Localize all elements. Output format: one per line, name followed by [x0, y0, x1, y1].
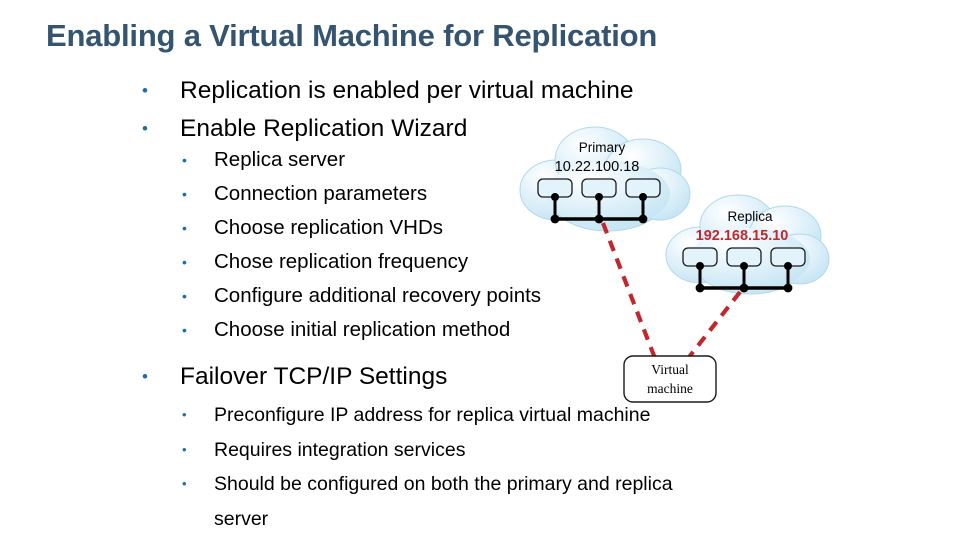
- list-item-label: Configure additional recovery points: [214, 284, 542, 307]
- vm-box-outline: [623, 355, 717, 403]
- replica-junction-dot: [784, 262, 792, 270]
- list-item: • Connection parameters: [182, 177, 541, 211]
- replica-cloud-name: Replica: [727, 209, 773, 224]
- list-item: • Replication is enabled per virtual mac…: [142, 72, 634, 110]
- replica-junction-dot: [696, 262, 704, 270]
- primary-cloud-name: Primary: [579, 140, 626, 155]
- wizard-steps-list: • Replica server • Connection parameters…: [182, 143, 541, 347]
- list-item: • Replica server: [182, 143, 541, 177]
- bullet-glyph-icon: •: [142, 367, 148, 386]
- list-item-label: Enable Replication Wizard: [180, 115, 468, 142]
- bullet-glyph-icon: •: [182, 407, 187, 422]
- list-item: • Enable Replication Wizard: [142, 110, 634, 148]
- bullet-glyph-icon: •: [142, 119, 148, 138]
- bullet-glyph-icon: •: [182, 254, 187, 270]
- replica-cloud-group: Replica 192.168.15.10: [665, 194, 830, 295]
- list-item-label: Choose replication VHDs: [214, 216, 444, 239]
- primary-cloud-ip: 10.22.100.18: [555, 159, 640, 175]
- list-item-label: Should be configured on both the primary…: [214, 473, 673, 495]
- list-item: • Failover TCP/IP Settings: [142, 358, 447, 396]
- list-item: • Choose replication VHDs: [182, 211, 541, 245]
- bullet-glyph-icon: •: [182, 220, 187, 236]
- list-item-label-continued: server: [214, 507, 269, 530]
- bullet-glyph-icon: •: [182, 476, 187, 491]
- failover-details-list: • Preconfigure IP address for replica vi…: [182, 398, 673, 536]
- primary-junction-dot: [551, 193, 559, 201]
- list-item-label: Chose replication frequency: [214, 250, 469, 273]
- vm-label-line1: Virtual: [651, 362, 689, 377]
- list-item: • Choose initial replication method: [182, 313, 541, 347]
- replica-junction-dot: [695, 283, 705, 293]
- list-item: • Chose replication frequency: [182, 245, 541, 279]
- replica-junction-dot: [739, 283, 749, 293]
- list-item-label: Preconfigure IP address for replica virt…: [214, 404, 651, 426]
- primary-junction-dot: [550, 214, 560, 224]
- list-item-label: Failover TCP/IP Settings: [180, 363, 448, 390]
- bullet-glyph-icon: •: [142, 81, 148, 100]
- vm-label-line2: machine: [647, 381, 693, 396]
- cloud-shape-icon: [519, 126, 691, 232]
- list-item-label: Replica server: [214, 148, 346, 171]
- primary-junction-dot: [594, 214, 604, 224]
- list-item-label: Connection parameters: [214, 182, 428, 205]
- primary-junction-dot: [595, 193, 603, 201]
- page-title: Enabling a Virtual Machine for Replicati…: [46, 18, 658, 53]
- replica-junction-dot: [740, 262, 748, 270]
- bullet-glyph-icon: •: [182, 186, 187, 202]
- replica-cloud-ip: 192.168.15.10: [696, 228, 789, 244]
- list-item: • Preconfigure IP address for replica vi…: [182, 398, 673, 433]
- list-item-label: Replication is enabled per virtual machi…: [180, 77, 634, 104]
- list-item: • Should be configured on both the prima…: [182, 467, 673, 536]
- bullet-glyph-icon: •: [182, 288, 187, 304]
- replica-to-vm-dashed-link: [684, 290, 742, 363]
- virtual-machine-box: Virtual machine: [623, 355, 717, 403]
- primary-to-vm-dashed-link: [601, 222, 658, 362]
- list-item: • Configure additional recovery points: [182, 279, 541, 313]
- bullet-glyph-icon: •: [182, 441, 187, 457]
- bullet-glyph-icon: •: [182, 322, 187, 338]
- replica-junction-dot: [783, 283, 793, 293]
- top-bullet-list: • Replication is enabled per virtual mac…: [142, 72, 634, 148]
- list-item: • Requires integration services: [182, 433, 673, 468]
- bullet-glyph-icon: •: [182, 152, 187, 168]
- list-item-label: Choose initial replication method: [214, 318, 511, 341]
- failover-heading-list: • Failover TCP/IP Settings: [142, 358, 447, 396]
- primary-junction-dot: [638, 214, 648, 224]
- list-item-label: Requires integration services: [214, 438, 466, 461]
- primary-junction-dot: [639, 193, 647, 201]
- primary-cloud-group: Primary 10.22.100.18: [519, 126, 691, 232]
- replication-diagram: Primary 10.22.100.18: [500, 122, 860, 407]
